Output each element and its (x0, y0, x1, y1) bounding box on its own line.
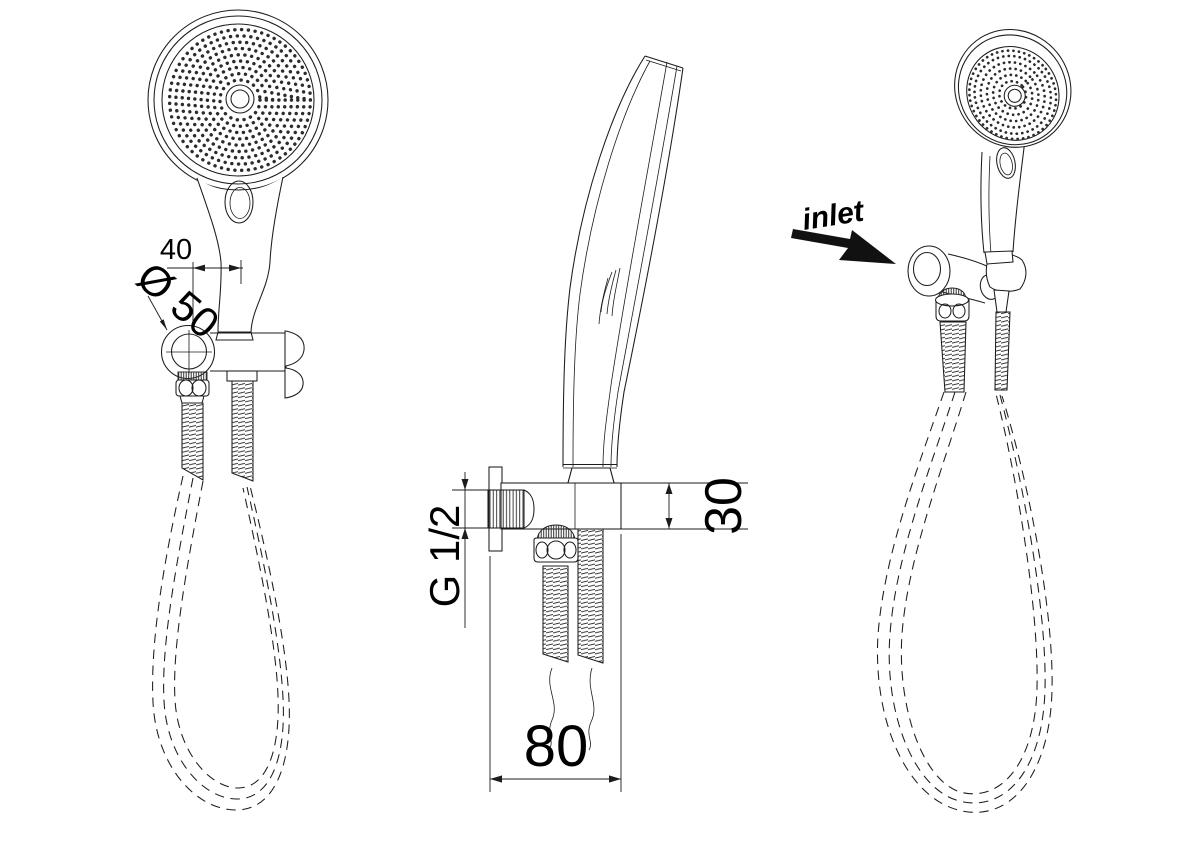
bracket-hose-stub (939, 321, 967, 393)
inlet-arrow-icon (791, 229, 896, 264)
hose-break-symbol (549, 667, 555, 749)
shower-hose-loop (152, 475, 290, 811)
shower-head-face (954, 29, 1072, 148)
wall-bracket-escutcheon (160, 324, 216, 380)
handle (980, 139, 1026, 265)
handle-hose-stub (231, 380, 254, 482)
escutcheon (907, 245, 951, 297)
handle-profile (562, 55, 684, 484)
hose-nut-top (536, 524, 576, 541)
inlet-label: inlet (800, 194, 868, 237)
control-button (224, 180, 254, 224)
handle (196, 176, 284, 341)
dim-40: 40 (160, 234, 243, 331)
dim-40-label: 40 (160, 234, 192, 266)
center-cap-ring (225, 84, 255, 114)
wall-bracket-profile (487, 466, 622, 552)
front-view: 40 Ø 50 (128, 9, 329, 811)
installed-view: inlet (791, 29, 1072, 813)
holder-base (226, 370, 258, 382)
shower-hose-loop (876, 391, 1053, 813)
gasket-band (177, 371, 208, 381)
handle-hose-stub (994, 311, 1011, 391)
side-view: G 1/2 30 80 (421, 55, 753, 792)
dim-thread-label: G 1/2 (421, 505, 468, 608)
handle-hose-stub (577, 528, 604, 664)
dim-30: 30 (621, 477, 753, 535)
thread-stub (487, 489, 535, 529)
shower-head-face (147, 9, 329, 191)
hose-connection-profile (533, 524, 604, 751)
bracket-hose-stub (181, 402, 204, 481)
center-cap-ring (1003, 84, 1026, 107)
dim-80-label: 80 (524, 714, 589, 779)
handle-adapter (984, 250, 1014, 265)
control-button (996, 147, 1016, 179)
spray-nozzle-pattern (967, 49, 1058, 141)
hose-nut (533, 537, 579, 563)
dim-thread-g12: G 1/2 (421, 472, 488, 628)
dim-30-label: 30 (695, 477, 753, 535)
handle-adapter (215, 331, 254, 341)
inlet-annotation: inlet (791, 194, 896, 264)
dim-80: 80 (489, 534, 622, 792)
diverter-button-profile (598, 267, 621, 325)
handle-holder (284, 330, 305, 399)
hose-connection (934, 287, 1011, 393)
hose-break-symbol (588, 667, 595, 751)
spray-nozzle-pattern (167, 27, 313, 173)
bracket-arm (210, 332, 288, 372)
bracket-hose-stub (542, 565, 569, 663)
hose-connection (175, 371, 254, 482)
